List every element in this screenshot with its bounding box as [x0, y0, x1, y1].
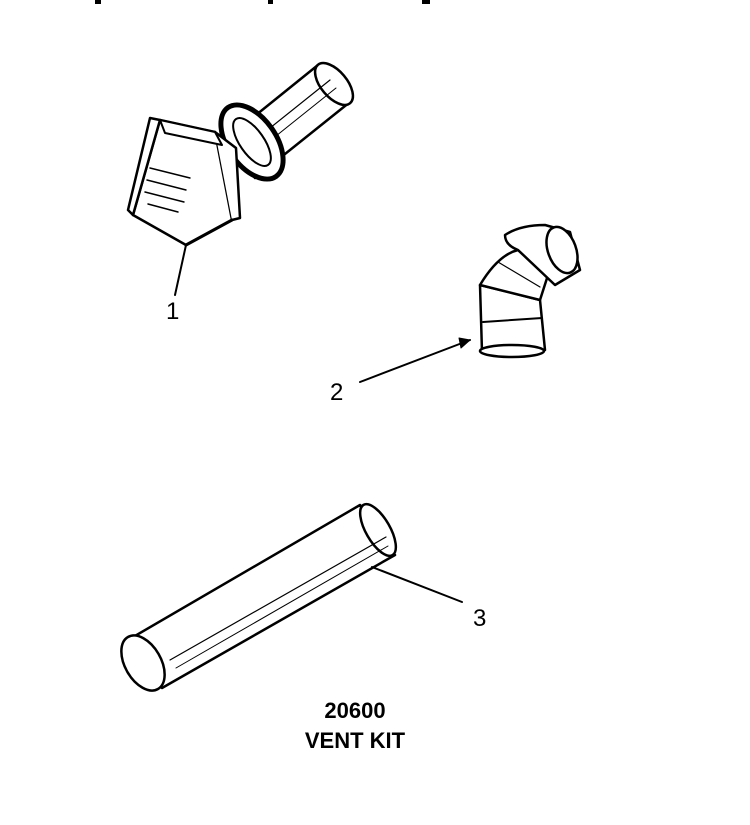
scan-marks: [95, 0, 430, 4]
part-number-1: 1: [166, 298, 180, 325]
vent-hood-part: [126, 61, 355, 296]
part-number-2: 2: [330, 379, 344, 406]
vent-pipe-part: [120, 502, 463, 692]
part-number-3: 3: [473, 605, 487, 632]
kit-name: VENT KIT: [304, 728, 406, 753]
elbow-part: [359, 223, 582, 383]
kit-number: 20600: [324, 698, 386, 723]
